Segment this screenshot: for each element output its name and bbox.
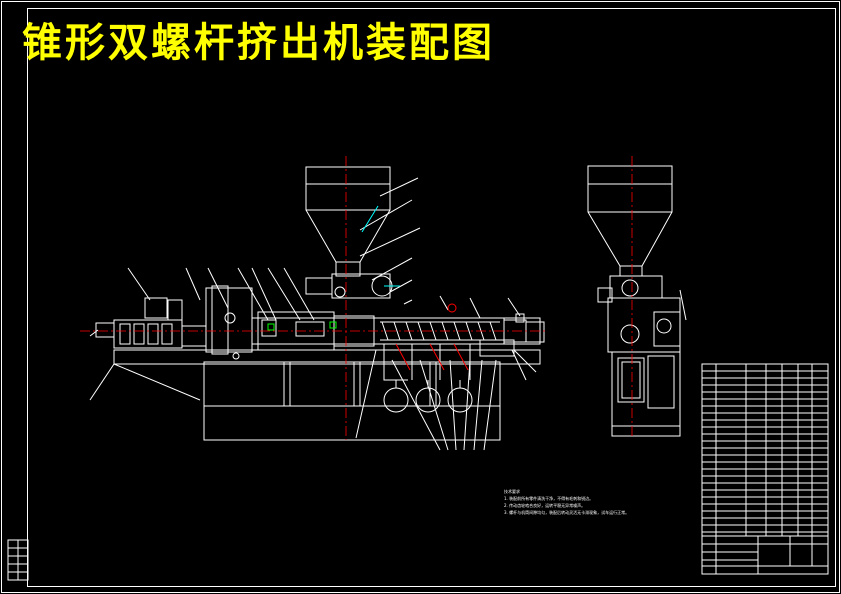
gearbox (205, 287, 253, 353)
side-view (587, 165, 687, 437)
note-3: 3. 螺杆与机筒间隙均匀，装配后转动灵活无卡滞现象，试车运行正常。 (504, 510, 630, 515)
drawing-title: 锥形双螺杆挤出机装配图 (22, 20, 495, 66)
fan-3 (447, 387, 473, 413)
accent-leader (361, 205, 379, 233)
note-1: 1. 装配前所有零件清洗干净，不得有毛刺和锐边。 (504, 496, 594, 501)
front-view (89, 166, 545, 451)
feed-motor (305, 277, 333, 295)
note-2: 2. 传动齿轮啮合良好，运转平稳无异常噪声。 (504, 503, 586, 508)
notes-title: 技术要求 (504, 489, 520, 494)
side-stamp (7, 539, 29, 581)
technical-notes: 技术要求 1. 装配前所有零件清洗干净，不得有毛刺和锐边。 2. 传动齿轮啮合良… (504, 488, 629, 516)
parts-list (701, 363, 829, 575)
centerlines (80, 156, 633, 440)
base-frame (113, 349, 541, 365)
side-hopper (587, 165, 673, 267)
fan-1 (383, 387, 409, 413)
inner-border (27, 8, 836, 587)
